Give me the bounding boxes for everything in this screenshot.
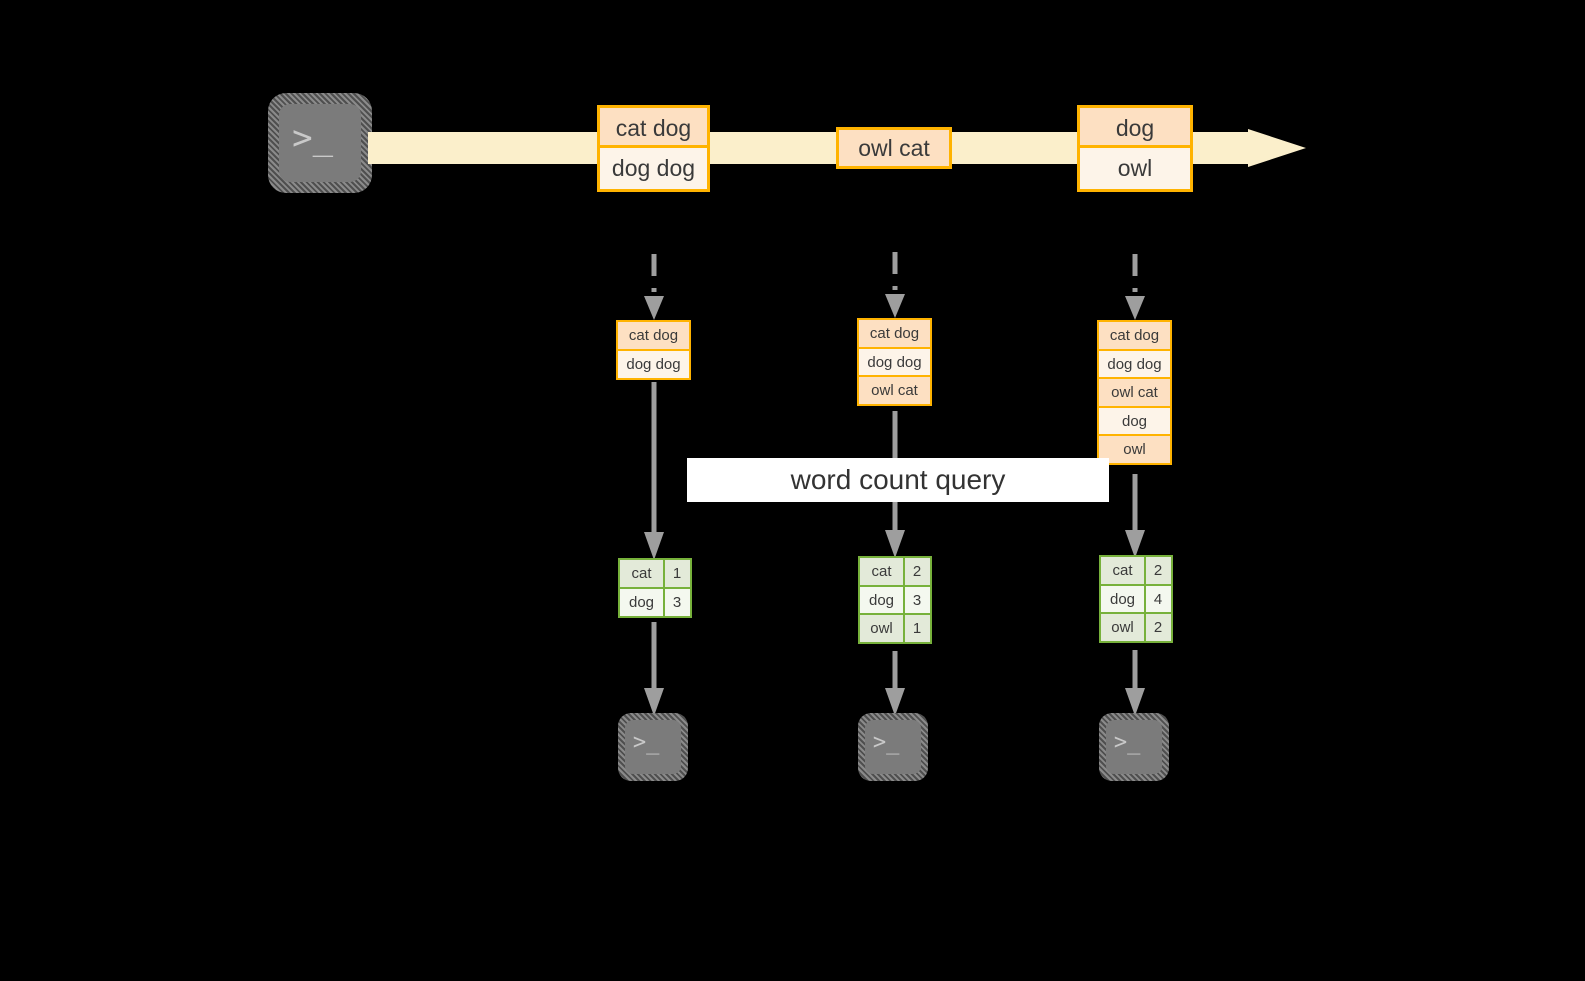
table-row: owl 2 [1099, 612, 1173, 643]
event-stack-snapshot-2: cat dog dog dog owl cat [857, 318, 932, 406]
terminal-screen: >_ [279, 104, 361, 182]
query-connector-3 [1124, 474, 1146, 558]
terminal-screen: >_ [865, 720, 921, 774]
result-count: 3 [902, 584, 932, 616]
result-count: 4 [1143, 583, 1173, 615]
stream-event-dog-dog: dog dog [597, 145, 710, 192]
result-table-snapshot-1: cat 1 dog 3 [618, 558, 692, 618]
query-label: word count query [687, 458, 1109, 502]
result-table-snapshot-3: cat 2 dog 4 owl 2 [1099, 555, 1173, 643]
stack-row: dog dog [857, 346, 932, 378]
result-count: 2 [1143, 555, 1173, 586]
table-row: dog 3 [618, 586, 692, 618]
terminal-icon-source: >_ [268, 93, 372, 193]
event-stack-snapshot-3: cat dog dog dog owl cat dog owl [1097, 320, 1172, 465]
result-table-snapshot-2: cat 2 dog 3 owl 1 [858, 556, 932, 644]
result-count: 2 [902, 556, 932, 587]
stack-row: cat dog [1097, 320, 1172, 351]
result-word: cat [1099, 555, 1146, 586]
result-word: dog [1099, 583, 1146, 615]
result-word: dog [858, 584, 905, 616]
result-count: 3 [662, 586, 692, 618]
result-word: owl [1099, 612, 1146, 643]
sink-connector-2 [884, 651, 906, 716]
terminal-prompt: >_ [632, 729, 660, 755]
sink-connector-1 [643, 622, 665, 716]
stack-row: dog dog [616, 348, 691, 380]
result-count: 2 [1143, 612, 1173, 643]
sink-connector-3 [1124, 650, 1146, 716]
stack-row: cat dog [857, 318, 932, 349]
terminal-prompt: >_ [872, 729, 900, 755]
dashed-connector-1 [643, 254, 665, 320]
query-connector-1 [643, 382, 665, 560]
event-stack-snapshot-1: cat dog dog dog [616, 320, 691, 380]
result-count: 1 [902, 613, 932, 644]
stack-row: dog dog [1097, 348, 1172, 380]
stream-event-owl: owl [1077, 145, 1193, 192]
dashed-connector-2 [884, 252, 906, 318]
stack-row: cat dog [616, 320, 691, 351]
stream-event-owl-cat: owl cat [836, 127, 952, 169]
terminal-icon-sink-2: >_ [858, 713, 928, 781]
result-word: dog [618, 586, 665, 618]
stack-row: dog [1097, 405, 1172, 437]
stack-row: owl cat [857, 375, 932, 406]
terminal-icon-sink-1: >_ [618, 713, 688, 781]
stack-row: owl [1097, 434, 1172, 465]
terminal-icon-sink-3: >_ [1099, 713, 1169, 781]
table-row: dog 3 [858, 584, 932, 616]
terminal-screen: >_ [1106, 720, 1162, 774]
result-word: cat [618, 558, 665, 589]
table-row: cat 1 [618, 558, 692, 589]
result-word: owl [858, 613, 905, 644]
result-count: 1 [662, 558, 692, 589]
terminal-screen: >_ [625, 720, 681, 774]
terminal-prompt: >_ [1113, 729, 1141, 755]
dashed-connector-3 [1124, 254, 1146, 320]
result-word: cat [858, 556, 905, 587]
terminal-prompt: >_ [292, 118, 334, 159]
table-row: owl 1 [858, 613, 932, 644]
table-row: cat 2 [858, 556, 932, 587]
stack-row: owl cat [1097, 377, 1172, 408]
table-row: cat 2 [1099, 555, 1173, 586]
table-row: dog 4 [1099, 583, 1173, 615]
